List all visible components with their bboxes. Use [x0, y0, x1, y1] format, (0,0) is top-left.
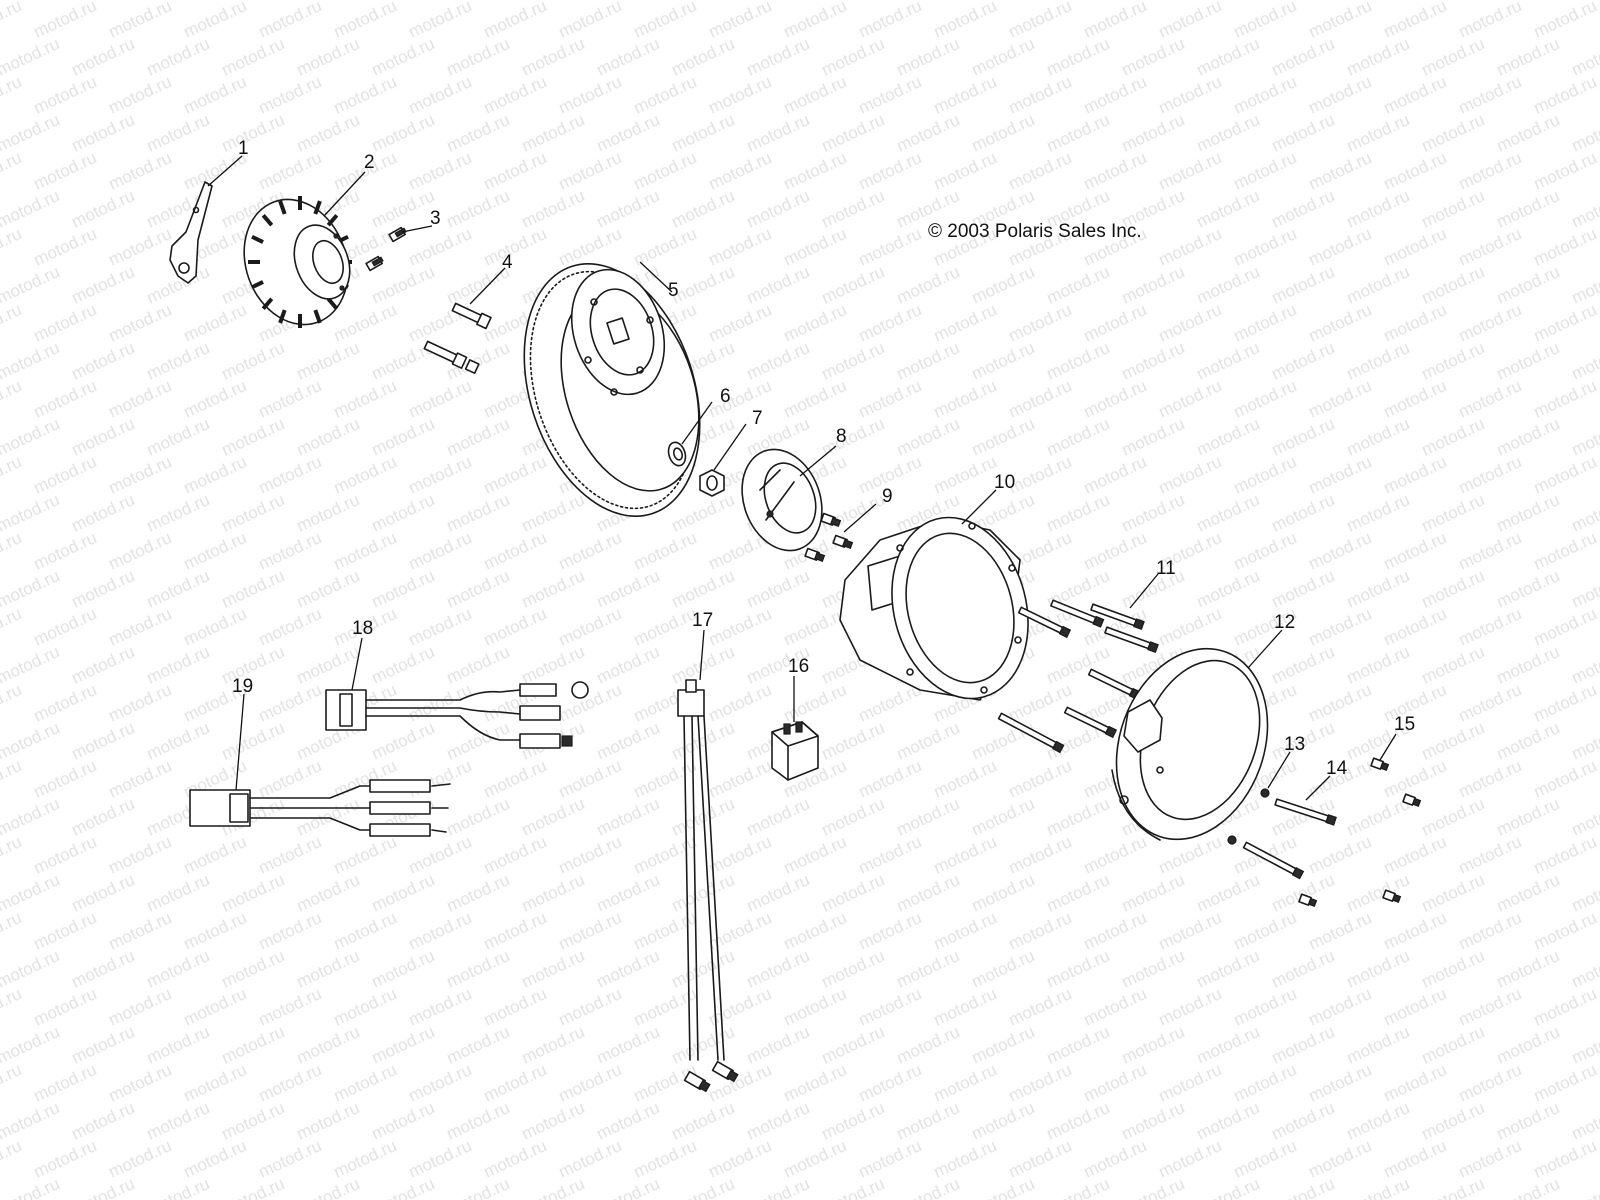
part-17-cable: [677, 679, 739, 1093]
callout-12: 12: [1274, 612, 1295, 633]
part-13-o-rings: [1227, 788, 1270, 845]
callout-6: 6: [720, 386, 731, 407]
part-14-screws: [1242, 798, 1337, 880]
copyright-notice: © 2003 Polaris Sales Inc.: [928, 221, 1142, 242]
part-4-bolts: [423, 302, 492, 374]
callout-11: 11: [1156, 558, 1176, 579]
callout-4: 4: [502, 252, 513, 273]
part-11-bolts: [997, 599, 1159, 754]
callout-5: 5: [668, 280, 679, 301]
part-15-screws: [1298, 757, 1422, 908]
callout-3: 3: [430, 208, 441, 229]
part-7-nut: [699, 469, 725, 497]
callout-labels: 1 2 3 4 5 6 7 8 9 10 11 12 13 14 15 16 1…: [232, 138, 1415, 779]
part-12-cover: [1111, 647, 1269, 841]
part-9-screws: [804, 512, 854, 563]
stator-fin: [278, 309, 287, 324]
part-18-harness: [325, 681, 589, 749]
stator-fin: [326, 214, 339, 227]
leader-lines: [207, 155, 1397, 801]
stator-fin: [261, 297, 274, 310]
stator-fin: [313, 309, 322, 324]
callout-19: 19: [232, 676, 253, 697]
part-19-harness: [189, 779, 451, 837]
callout-7: 7: [752, 408, 763, 429]
callout-10: 10: [994, 472, 1015, 493]
callout-18: 18: [352, 618, 373, 639]
part-5-flywheel: [523, 262, 701, 518]
callout-14: 14: [1326, 758, 1348, 779]
part-10-housing: [839, 516, 1029, 701]
part-16-relay: [771, 721, 819, 781]
callout-2: 2: [364, 152, 375, 173]
callout-16: 16: [788, 656, 809, 677]
stator-fin: [326, 297, 339, 310]
stator-fin: [261, 214, 274, 227]
callout-8: 8: [836, 426, 847, 447]
stator-fin: [278, 200, 287, 215]
callout-15: 15: [1394, 714, 1415, 735]
stator-fin: [313, 200, 322, 215]
callout-1: 1: [238, 138, 249, 159]
part-2-stator: [243, 196, 352, 328]
part-8-trigger-ring: [741, 448, 823, 552]
part-1-bracket: [169, 181, 213, 284]
callout-13: 13: [1284, 734, 1305, 755]
callout-17: 17: [692, 610, 713, 631]
part-6-washer: [667, 441, 687, 467]
part-3-screws: [365, 226, 407, 272]
stator-fin: [251, 234, 264, 244]
stator-fin: [251, 280, 264, 290]
callout-9: 9: [882, 486, 893, 507]
